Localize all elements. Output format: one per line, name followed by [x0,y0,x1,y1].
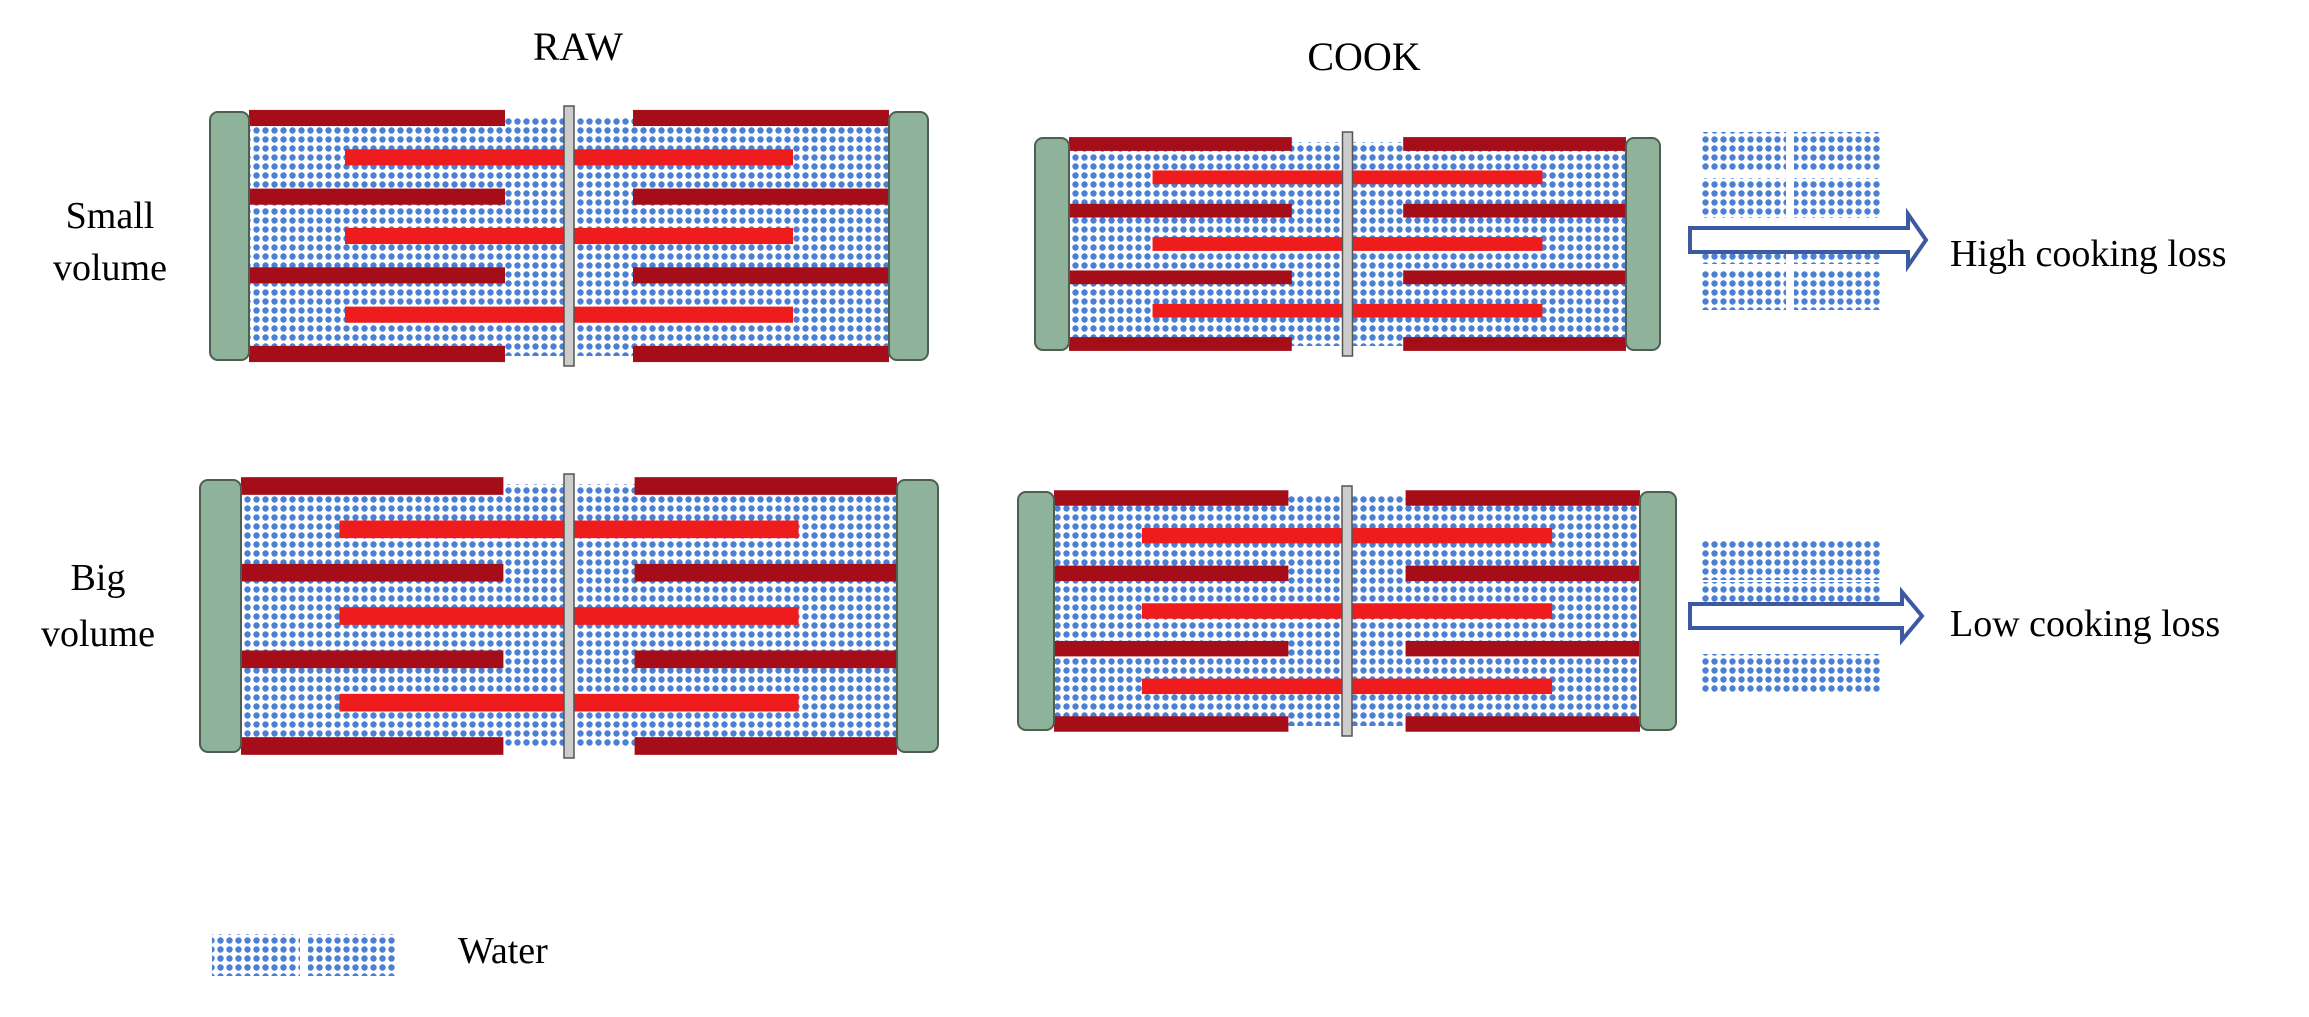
z-disc-left [1017,491,1055,731]
z-disc-right [1639,491,1677,731]
thick-filament [634,650,897,669]
thick-filament [1405,716,1640,732]
thick-filament [1405,640,1640,657]
thick-filament [241,477,504,495]
raw-header: RAW [533,24,623,69]
released-water-block [1794,178,1880,218]
thick-filament [633,345,889,363]
thick-filament [241,563,504,582]
row-label-big-line2: volume [41,613,155,655]
thick-filament [633,267,889,284]
released-water-big [1700,540,1882,694]
legend-water-swatch [212,934,396,976]
thick-filament [1054,490,1289,506]
thick-filament [249,188,505,205]
thick-filament [633,109,889,127]
row-label-small-line1: Small [66,195,155,237]
legend: Water [212,930,548,976]
thick-filament [633,188,889,205]
z-disc-left [199,479,242,753]
released-water-block [1700,654,1882,694]
z-disc-left [209,111,250,361]
thick-filament [1403,137,1626,151]
thick-filament [249,267,505,284]
cook-header: COOK [1307,34,1420,79]
thick-filament [1069,203,1292,218]
sarcomere-big-raw [199,473,939,759]
m-line [1341,485,1353,737]
thick-filament [1054,565,1289,582]
outcome-high-cooking-loss: High cooking loss [1950,233,2227,275]
released-water-block [1700,270,1786,310]
z-disc-left [1034,137,1070,351]
released-water-block [212,934,300,976]
thick-filament [249,345,505,363]
thick-filament [634,737,897,755]
arrow-high-loss [1688,207,1929,273]
released-water-block [1700,132,1786,172]
released-water-block [308,934,396,976]
legend-water-label: Water [458,930,548,972]
row-label-big-line1: Big [71,557,126,599]
thick-filament [1403,337,1626,351]
m-line [563,105,575,367]
m-line [1341,131,1354,357]
thick-filament [1054,640,1289,657]
arrow-low-loss [1688,586,1925,646]
sarcomere-big-cook [1017,485,1677,737]
row-label-small-line2: volume [53,247,167,289]
sarcomere-small-cook [1034,131,1661,357]
released-water-small [1700,132,1880,310]
thick-filament [1069,270,1292,285]
thick-filament [249,109,505,127]
thick-filament [241,737,504,755]
z-disc-right [1625,137,1661,351]
thick-filament [1069,337,1292,351]
released-water-block [1794,132,1880,172]
m-line [563,473,575,759]
thick-filament [1054,716,1289,732]
z-disc-right [888,111,929,361]
outcome-low-cooking-loss: Low cooking loss [1950,603,2220,645]
thick-filament [634,477,897,495]
released-water-block [1700,178,1786,218]
thick-filament [1403,270,1626,285]
sarcomere-small-raw [209,105,929,367]
thick-filament [1069,137,1292,151]
thick-filament [1403,203,1626,218]
released-water-block [1794,270,1880,310]
z-disc-right [896,479,939,753]
thick-filament [1405,490,1640,506]
thick-filament [241,650,504,669]
thick-filament [634,563,897,582]
thick-filament [1405,565,1640,582]
released-water-block [1700,540,1882,580]
